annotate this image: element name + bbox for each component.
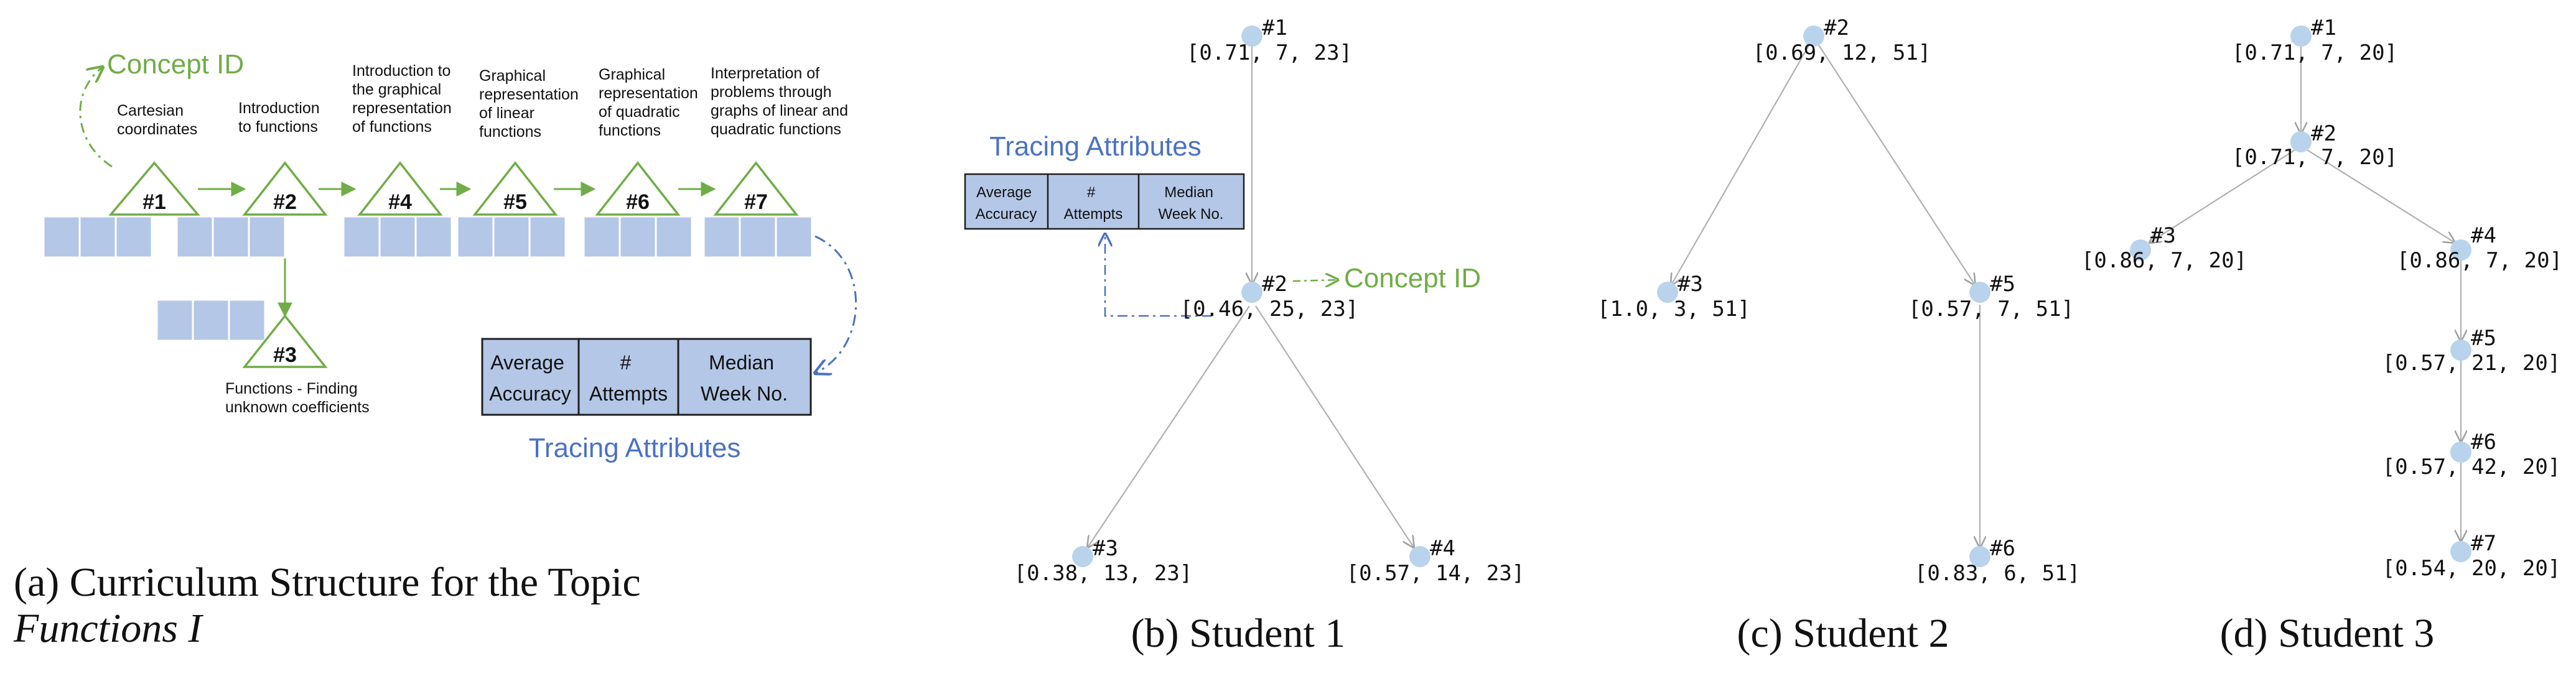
panel-b-student-1: Average Accuracy # Attempts Median Week … — [964, 16, 1525, 656]
attribute-attempts: # Attempts — [589, 351, 668, 405]
student-1-node-2-id: #2 — [1262, 272, 1287, 297]
student-1-node-3-id: #3 — [1093, 536, 1118, 561]
attribute-cell-strips — [42, 215, 813, 342]
student-1-node-2-values: [0.46, 25, 23] — [1180, 297, 1359, 322]
student-2-node-5-id: #5 — [1990, 272, 2015, 297]
concept-7-description: Interpretation of problems through graph… — [711, 65, 852, 138]
student-1-node-4-values: [0.57, 14, 23] — [1346, 561, 1525, 586]
student-3-node-6-id: #6 — [2471, 430, 2496, 455]
student-1-concept-id-pointer-arrow — [1292, 280, 1338, 281]
student-3-node-5-values: [0.57, 21, 20] — [2382, 351, 2561, 376]
student-1-edges — [1088, 39, 1414, 547]
student-3-node-4-values: [0.86, 7, 20] — [2397, 248, 2562, 273]
concept-id-2: #2 — [273, 190, 297, 214]
student-2-node-5-values: [0.57, 7, 51] — [1908, 297, 2074, 322]
panel-b-caption: (b) Student 1 — [1131, 611, 1346, 656]
student-3-node-7-id: #7 — [2471, 531, 2496, 556]
student-2-node-2-id: #2 — [1824, 16, 1849, 40]
concept-2-description: Introduction to functions — [238, 99, 324, 136]
student-3-node-6-values: [0.57, 42, 20] — [2382, 455, 2561, 479]
tracing-attributes-table: Average Accuracy # Attempts Median Week … — [481, 338, 812, 416]
concept-id-6: #6 — [626, 190, 650, 214]
panel-c-student-2: #2 [0.69, 12, 51] #3 [1.0, 3, 51] #5 [0.… — [1597, 16, 2080, 656]
concept-id-7: #7 — [744, 190, 768, 214]
student-1-attribute-average-accuracy: Average Accuracy — [976, 184, 1037, 223]
concept-triangles — [108, 161, 799, 368]
panel-a-curriculum: #1 #2 #4 #5 #6 #7 #3 Cartesian coordinat… — [13, 49, 857, 651]
student-1-tracing-attributes-title: Tracing Attributes — [989, 131, 1202, 162]
student-2-node-3-id: #3 — [1678, 272, 1703, 297]
student-3-node-2-id: #2 — [2311, 121, 2336, 146]
student-2-node-3-values: [1.0, 3, 51] — [1597, 297, 1750, 322]
tracing-attributes-title: Tracing Attributes — [529, 433, 741, 463]
tracing-attributes-pointer-arrow — [815, 235, 857, 373]
student-1-concept-id-label: Concept ID — [1344, 263, 1481, 294]
panel-a-caption-line2: Functions I — [13, 606, 203, 651]
attribute-median-week: Median Week No. — [701, 351, 788, 405]
student-3-edges — [2150, 45, 2461, 541]
student-3-node-3-id: #3 — [2150, 223, 2176, 248]
concept-id-1: #1 — [142, 190, 166, 214]
concept-3-description: Functions - Finding unknown coefficients — [225, 380, 370, 416]
concept-id-3: #3 — [273, 343, 297, 367]
concept-id-label: Concept ID — [107, 49, 244, 80]
concept-id-4: #4 — [388, 190, 412, 214]
student-2-node-6-id: #6 — [1990, 536, 2015, 561]
student-2-nodes — [1657, 25, 1990, 567]
student-1-attributes-table: Average Accuracy # Attempts Median Week … — [964, 173, 1245, 230]
concept-4-description: Introduction to the graphical representa… — [352, 62, 456, 136]
student-3-nodes — [2130, 25, 2471, 562]
student-3-node-7-values: [0.54, 20, 20] — [2382, 556, 2561, 581]
student-3-node-1-id: #1 — [2311, 16, 2336, 40]
student-2-node-6-values: [0.83, 6, 51] — [1915, 561, 2080, 586]
concept-5-description: Graphical representation of linear funct… — [479, 67, 583, 141]
student-1-attribute-median-week: Median Week No. — [1159, 184, 1224, 223]
student-1-node-4-id: #4 — [1430, 536, 1455, 561]
student-2-edges — [1671, 42, 1980, 547]
student-1-node-1-id: #1 — [1262, 16, 1287, 40]
student-3-node-1-values: [0.71, 7, 20] — [2232, 40, 2397, 65]
student-1-node-1-values: [0.71, 7, 23] — [1187, 40, 1352, 65]
concept-id-5: #5 — [503, 190, 527, 214]
concept-id-pointer-arrow — [79, 67, 113, 168]
concept-1-description: Cartesian coordinates — [117, 102, 197, 138]
student-2-node-2-values: [0.69, 12, 51] — [1753, 40, 1931, 65]
panel-d-student-3: #1 [0.71, 7, 20] #2 [0.71, 7, 20] #3 [0.… — [2081, 16, 2562, 656]
concept-6-description: Graphical representation of quadratic fu… — [599, 66, 702, 139]
student-1-nodes — [1072, 25, 1430, 567]
student-1-node-3-values: [0.38, 13, 23] — [1014, 561, 1193, 586]
panel-c-caption: (c) Student 2 — [1737, 611, 1949, 656]
student-3-node-2-values: [0.71, 7, 20] — [2232, 145, 2397, 170]
panel-a-caption-line1: (a) Curriculum Structure for the Topic — [14, 560, 641, 605]
student-3-node-4-id: #4 — [2471, 223, 2496, 248]
panel-d-caption: (d) Student 3 — [2220, 611, 2435, 656]
student-1-attributes-pointer-arrow — [1105, 234, 1212, 317]
student-1-attribute-attempts: # Attempts — [1064, 184, 1123, 223]
student-3-node-5-id: #5 — [2471, 326, 2496, 351]
student-3-node-3-values: [0.86, 7, 20] — [2081, 248, 2247, 273]
attribute-average-accuracy: Average Accuracy — [489, 351, 571, 405]
